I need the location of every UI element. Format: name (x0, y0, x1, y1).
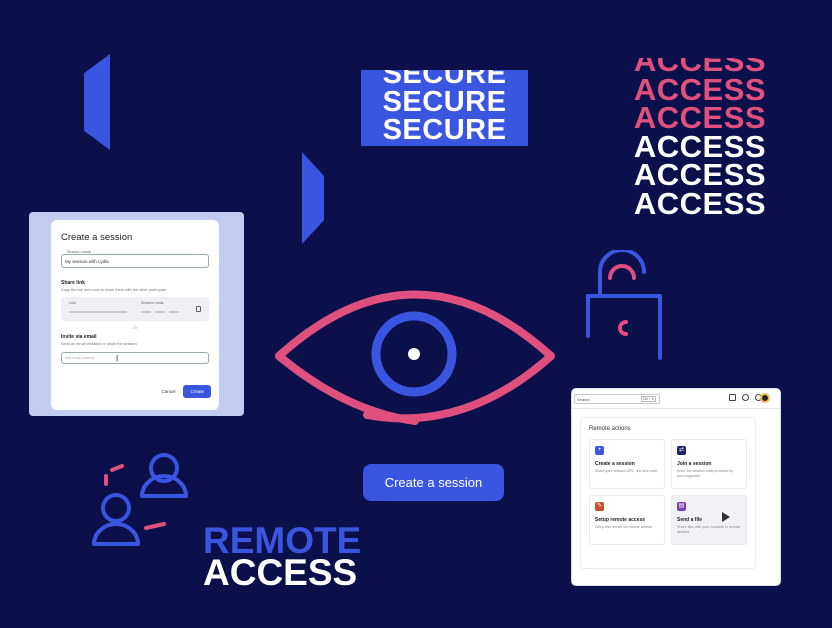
secure-block: SECURE SECURE SECURE (361, 70, 528, 146)
grid-icon[interactable] (729, 394, 736, 401)
search-placeholder: Search (577, 397, 590, 402)
share-link-description: Copy the link and code to share them wit… (61, 288, 168, 292)
link-label: Link (69, 301, 76, 305)
setup-icon: ✎ (595, 502, 604, 511)
create-session-dialog: Create a session Session name My session… (51, 220, 219, 410)
access-text: ACCESS (633, 185, 767, 221)
section-title: Remote actions (589, 426, 631, 432)
copy-icon[interactable] (196, 306, 201, 312)
access-text: ACCESS (633, 58, 767, 78)
invite-title: Invite via email (61, 334, 97, 340)
tile-description: Setup this device for remote access (595, 525, 652, 529)
access-stack: ACCESS ACCESS ACCESS ACCESS ACCESS ACCES… (630, 58, 770, 224)
invite-description: Send an email invitation or share the se… (61, 342, 138, 346)
remote-actions-panel: Search Ctrl + K Remote actions + Create … (572, 389, 780, 585)
chat-icon[interactable] (742, 394, 749, 401)
create-button[interactable]: Create (183, 385, 211, 398)
create-session-button[interactable]: Create a session (363, 464, 504, 501)
code-placeholder (169, 311, 179, 313)
session-name-value: My session with Lydia (65, 259, 109, 264)
email-input[interactable]: Add email address I (61, 352, 209, 364)
access-text: ACCESS (633, 100, 767, 135)
tile-description: Share your session URL, link and code (595, 469, 658, 473)
search-input[interactable]: Search Ctrl + K (574, 394, 660, 404)
share-link-title: Share link (61, 280, 85, 286)
tile-send-file[interactable]: ▤ Send a file Share files with your cont… (671, 495, 747, 545)
secure-text: SECURE (382, 86, 507, 118)
code-placeholder (141, 311, 151, 313)
code-placeholder (155, 311, 165, 313)
tile-title: Setup remote access (595, 517, 646, 523)
tile-setup-remote-access[interactable]: ✎ Setup remote access Setup this device … (589, 495, 665, 545)
share-link-box: Link Session code (61, 297, 209, 321)
session-name-label: Session name (66, 250, 93, 254)
access-text: ACCESS (633, 128, 767, 164)
search-shortcut: Ctrl + K (640, 396, 656, 402)
tile-title: Join a session (677, 461, 712, 467)
access-text: ACCESS (633, 71, 767, 107)
tile-description: Share files with your contacts or remote… (677, 525, 741, 534)
plus-icon: + (595, 446, 604, 455)
cancel-button[interactable]: Cancel (161, 389, 176, 394)
tile-description: Enter the session code provided by your … (677, 469, 734, 478)
decorative-shape-left (84, 54, 110, 150)
session-code-label: Session code (141, 301, 164, 305)
session-name-field[interactable]: Session name My session with Lydia (61, 250, 209, 268)
remote-headline: REMOTE (203, 520, 362, 561)
tile-title: Create a session (595, 461, 635, 467)
join-icon: ⇄ (677, 446, 686, 455)
decorative-shape-middle (302, 152, 324, 244)
people-icon (92, 453, 188, 546)
file-icon: ▤ (677, 502, 686, 511)
access-headline: ACCESS (203, 552, 358, 593)
dialog-title: Create a session (61, 232, 133, 243)
tile-title: Send a file (677, 517, 703, 523)
email-placeholder: Add email address (65, 356, 95, 360)
unlocked-padlock-icon (586, 250, 662, 360)
text-cursor-icon: I (116, 354, 119, 363)
access-text: ACCESS (633, 157, 767, 192)
play-icon[interactable] (722, 512, 730, 522)
link-placeholder (69, 311, 127, 313)
secure-text: SECURE (382, 114, 507, 146)
tile-create-session[interactable]: + Create a session Share your session UR… (589, 439, 665, 489)
or-divider: Or (133, 326, 137, 330)
panel-toolbar: Search Ctrl + K (572, 389, 780, 409)
remote-actions-section: Remote actions + Create a session Share … (580, 417, 756, 569)
tile-join-session[interactable]: ⇄ Join a session Enter the session code … (671, 439, 747, 489)
secure-text: SECURE (382, 70, 507, 90)
avatar[interactable] (760, 393, 770, 403)
eye-icon (275, 290, 555, 425)
